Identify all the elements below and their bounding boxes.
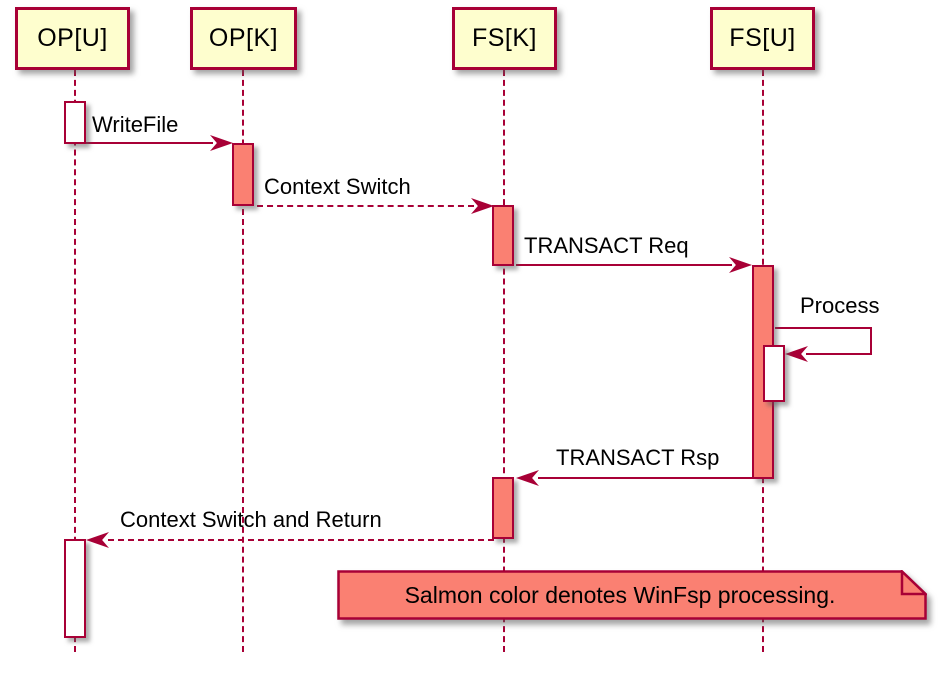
note-text: Salmon color denotes WinFsp processing. xyxy=(404,581,836,608)
activation-fsk-winfsp-2 xyxy=(492,477,514,539)
arrowhead-right-icon xyxy=(729,257,752,273)
participant-label-fsu: FS[U] xyxy=(729,24,796,52)
lifeline-opu xyxy=(74,70,76,652)
participant-label-opk: OP[K] xyxy=(208,24,279,52)
participant-label-fsk: FS[K] xyxy=(471,24,537,52)
participant-box-fsu: FS[U] xyxy=(710,7,815,70)
message-label-process: Process xyxy=(800,293,880,318)
message-label-context-switch: Context Switch xyxy=(264,174,411,199)
message-line-transact-rsp xyxy=(538,477,752,479)
message-line-process-back xyxy=(806,353,872,355)
arrowhead-right-icon xyxy=(471,198,494,214)
arrowhead-left-icon xyxy=(785,346,808,362)
activation-fsk-winfsp-1 xyxy=(492,205,514,266)
message-label-transact-req: TRANSACT Req xyxy=(524,233,689,258)
message-line-transact-req xyxy=(516,264,732,266)
message-line-context-switch xyxy=(257,205,474,207)
participant-box-opu: OP[U] xyxy=(15,7,130,70)
message-label-writefile: WriteFile xyxy=(92,112,179,137)
arrowhead-left-icon xyxy=(86,532,109,548)
activation-opk-winfsp xyxy=(232,143,254,206)
participant-box-fsk: FS[K] xyxy=(452,7,557,70)
message-label-context-switch-return: Context Switch and Return xyxy=(120,507,382,532)
participant-label-opu: OP[U] xyxy=(37,24,108,52)
arrowhead-right-icon xyxy=(210,135,233,151)
message-line-writefile xyxy=(86,142,213,144)
message-line-context-switch-return xyxy=(108,539,494,541)
lifeline-opk xyxy=(242,70,244,652)
message-label-transact-rsp: TRANSACT Rsp xyxy=(556,445,720,470)
arrowhead-left-icon xyxy=(516,470,539,486)
note: Salmon color denotes WinFsp processing. xyxy=(337,570,927,620)
lifeline-fsk xyxy=(503,70,505,652)
note-shape xyxy=(337,570,927,620)
activation-opu-start xyxy=(64,101,86,144)
note-fold-icon xyxy=(900,570,927,596)
activation-opu-return xyxy=(64,539,86,638)
activation-fsu-process xyxy=(763,345,785,402)
message-line-process-turn xyxy=(870,327,872,355)
message-line-process-out xyxy=(775,327,872,329)
participant-box-opk: OP[K] xyxy=(190,7,297,70)
